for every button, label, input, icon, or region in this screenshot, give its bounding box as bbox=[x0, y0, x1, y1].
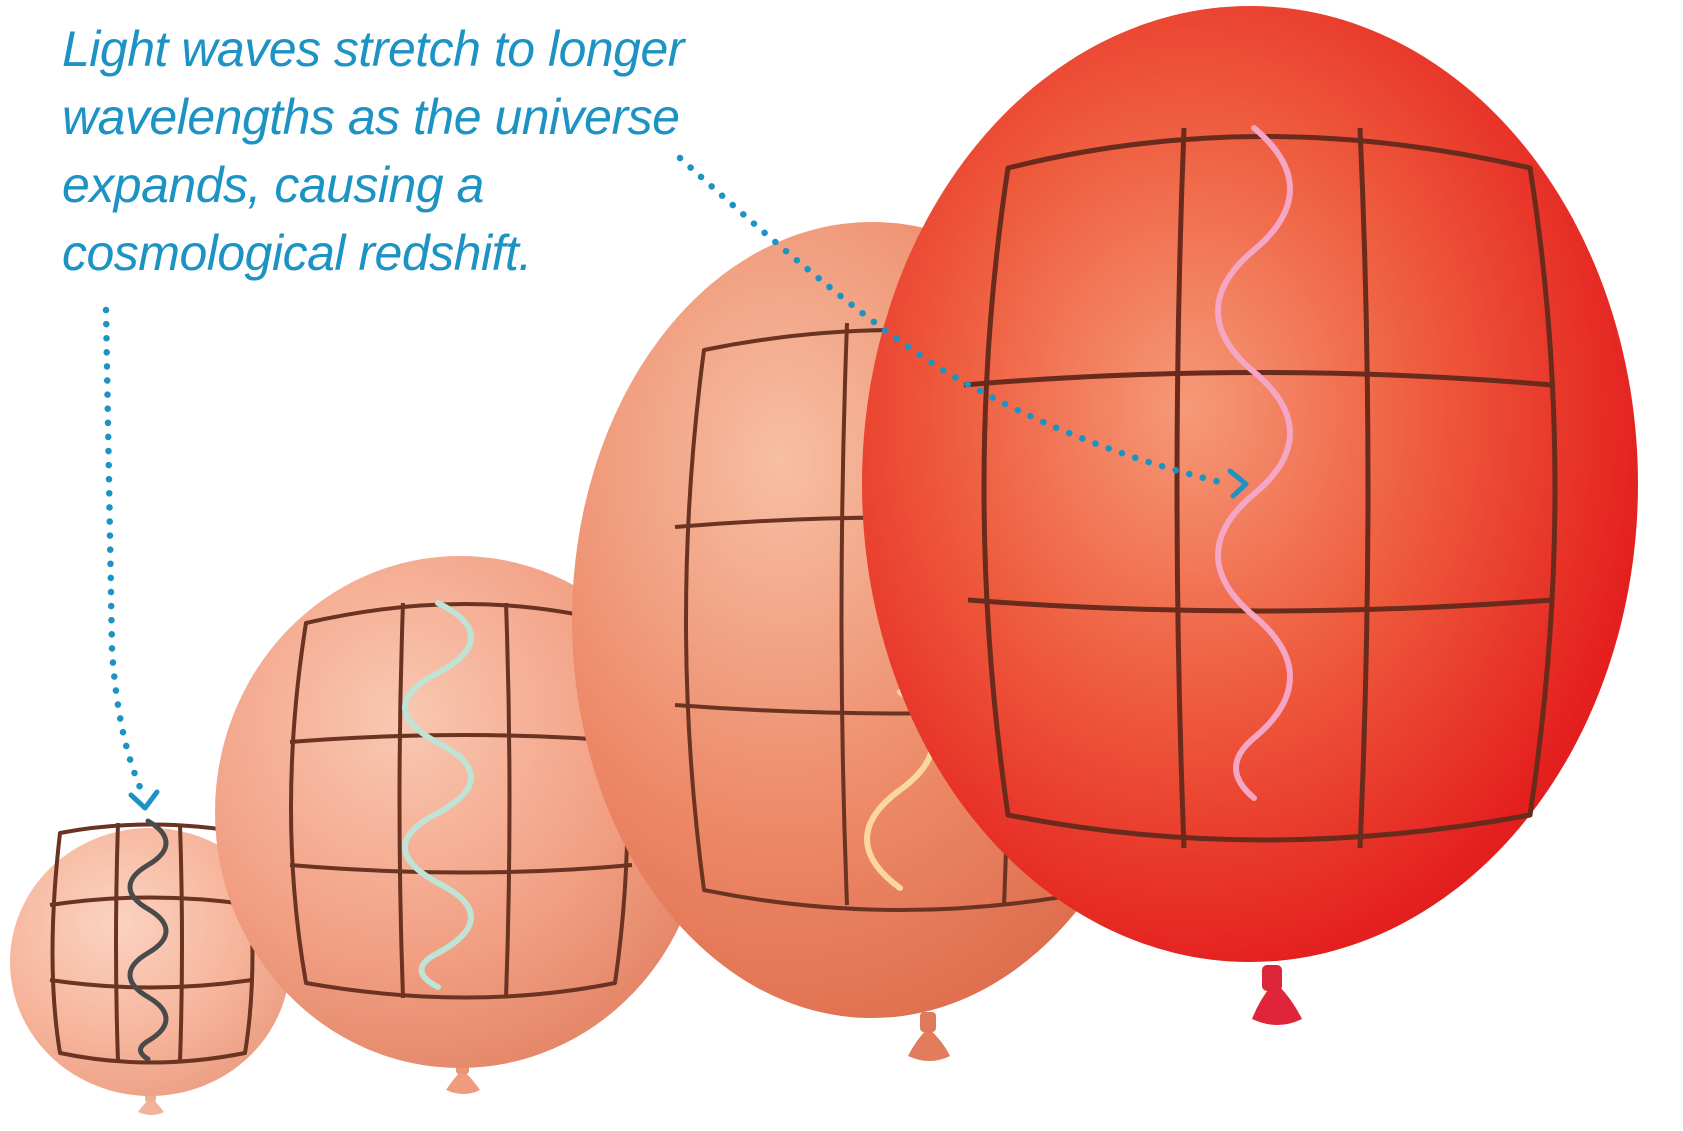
caption-line-4: cosmological redshift. bbox=[62, 225, 532, 281]
balloon-neck bbox=[920, 1012, 936, 1032]
caption-line-1: Light waves stretch to longer bbox=[62, 21, 687, 77]
caption-line-2: wavelengths as the universe bbox=[62, 89, 679, 145]
arrowhead-smallest bbox=[131, 792, 157, 808]
balloon-knot bbox=[908, 1028, 950, 1061]
caption-line-3: expands, causing a bbox=[62, 157, 484, 213]
balloon-neck bbox=[1262, 965, 1282, 991]
caption: Light waves stretch to longer wavelength… bbox=[62, 21, 687, 281]
pointer-to-smallest-wave bbox=[106, 310, 143, 794]
